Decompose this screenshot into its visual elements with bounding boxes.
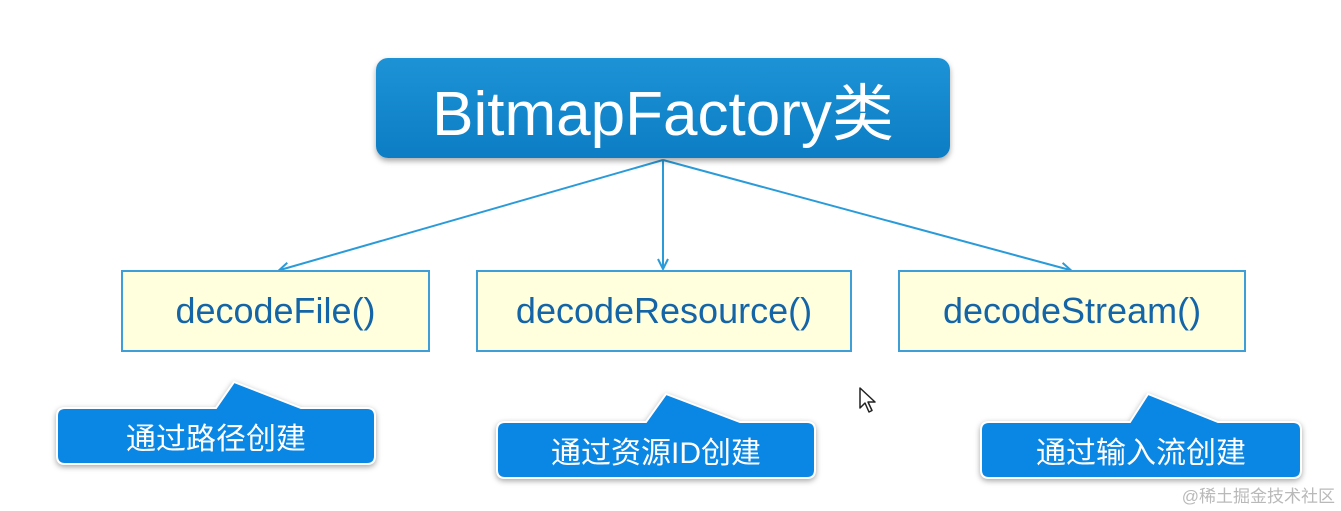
callout-shape-decodestream bbox=[980, 392, 1302, 479]
root-class-label: BitmapFactory类 bbox=[432, 80, 894, 149]
method-label-decodestream: decodeStream() bbox=[942, 290, 1202, 331]
method-label-decoderesource: decodeResource() bbox=[515, 290, 813, 331]
callout-decoderesource: 通过资源ID创建 bbox=[496, 388, 816, 480]
callout-decodefile: 通过路径创建 bbox=[56, 376, 376, 466]
callout-label-decodestream: 通过输入流创建 bbox=[1036, 437, 1246, 470]
callout-label-decoderesource: 通过资源ID创建 bbox=[551, 437, 761, 470]
callout-shape-decoderesource bbox=[496, 392, 816, 479]
root-class-box: BitmapFactory类 bbox=[376, 58, 950, 158]
method-box-decodestream: decodeStream() bbox=[898, 270, 1246, 352]
method-box-decodefile: decodeFile() bbox=[121, 270, 430, 352]
connector-to-decodestream bbox=[662, 159, 1070, 270]
callout-decodestream: 通过输入流创建 bbox=[980, 388, 1302, 480]
method-box-decoderesource: decodeResource() bbox=[476, 270, 852, 352]
callout-label-decodefile: 通过路径创建 bbox=[126, 423, 306, 456]
connector-to-decodefile bbox=[280, 159, 664, 270]
callout-shape-decodefile bbox=[56, 380, 376, 465]
watermark: @稀土掘金技术社区 bbox=[1181, 487, 1335, 506]
mouse-pointer-icon bbox=[859, 387, 876, 413]
method-label-decodefile: decodeFile() bbox=[175, 290, 376, 331]
